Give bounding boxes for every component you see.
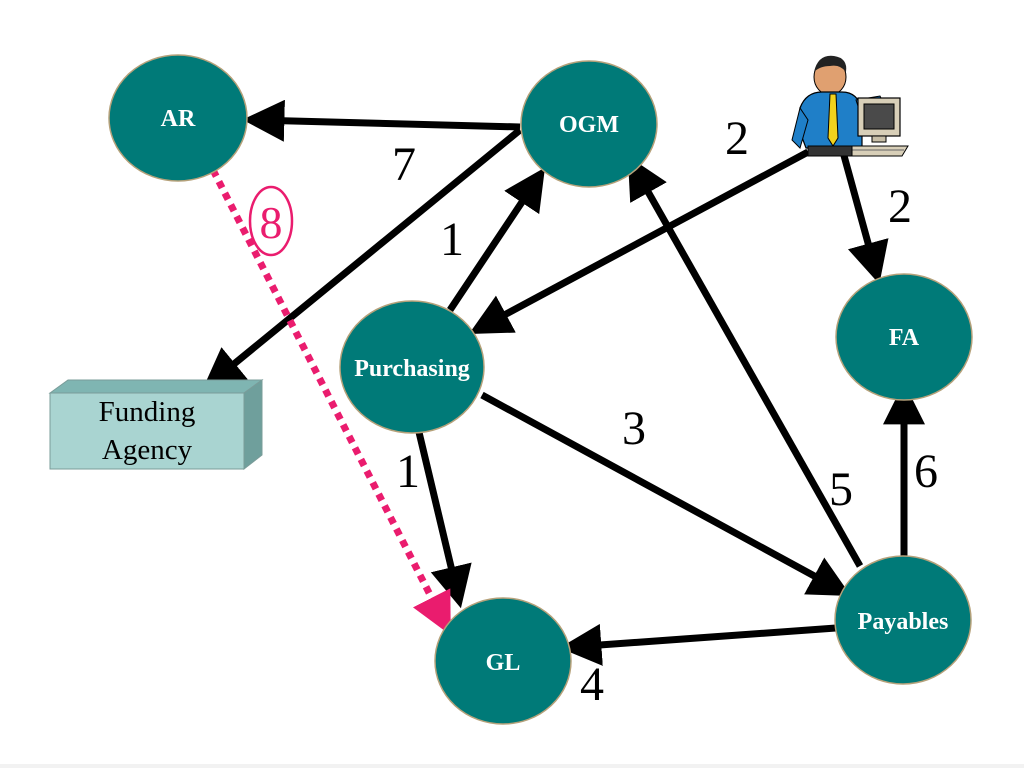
arrow-purchasing-to-ogm	[447, 167, 545, 312]
box-front-face	[49, 392, 245, 470]
edge-label-4: 4	[580, 658, 604, 711]
node-payables-label: Payables	[858, 609, 949, 635]
funding-agency-line1: Funding	[99, 396, 196, 428]
arrow-purchasing-to-payables	[480, 391, 852, 597]
arrow-payables-to-gl	[559, 623, 837, 666]
node-purchasing-label: Purchasing	[354, 356, 470, 382]
circle-8-outline	[248, 185, 294, 257]
arrow-payables-to-ogm	[627, 156, 864, 568]
edge-label-6: 6	[914, 445, 938, 498]
edge-label-8: 8	[260, 197, 283, 248]
box-side-face	[243, 379, 263, 471]
node-ar: AR	[108, 54, 248, 182]
node-gl: GL	[434, 597, 572, 725]
edge-label-1-ogm: 1	[440, 213, 464, 266]
arrow-purchasing-to-gl	[414, 427, 472, 609]
edge-label-2-purchasing: 2	[725, 112, 749, 165]
node-ar-label: AR	[161, 106, 196, 132]
bottom-rule	[0, 764, 1024, 768]
funding-agency-line2: Agency	[102, 434, 193, 466]
node-ogm: OGM	[520, 60, 658, 188]
node-payables: Payables	[834, 555, 972, 685]
person-at-computer-icon	[791, 55, 909, 157]
node-fa-label: FA	[889, 325, 920, 351]
arrow-ogm-to-funding-agency	[202, 127, 523, 390]
node-purchasing: Purchasing	[339, 300, 485, 434]
arrow-ogm-to-ar	[242, 99, 521, 142]
edge-label-7: 7	[392, 138, 416, 191]
edge-label-1-gl: 1	[396, 445, 420, 498]
edge-label-8-circled: 8	[248, 185, 294, 257]
edge-label-5: 5	[829, 463, 853, 516]
arrow-person-to-fa	[839, 151, 889, 285]
arrows	[202, 99, 925, 666]
edge-label-2-fa: 2	[888, 180, 912, 233]
funding-agency-box: Funding Agency	[48, 379, 264, 471]
arrow-person-to-purchasing	[468, 148, 810, 334]
box-top-face	[48, 379, 264, 394]
node-ogm-label: OGM	[559, 112, 619, 138]
node-fa: FA	[835, 273, 973, 401]
edge-label-3: 3	[622, 402, 646, 455]
dashed-arrow-ar-to-gl	[209, 168, 451, 636]
node-gl-label: GL	[486, 650, 521, 676]
